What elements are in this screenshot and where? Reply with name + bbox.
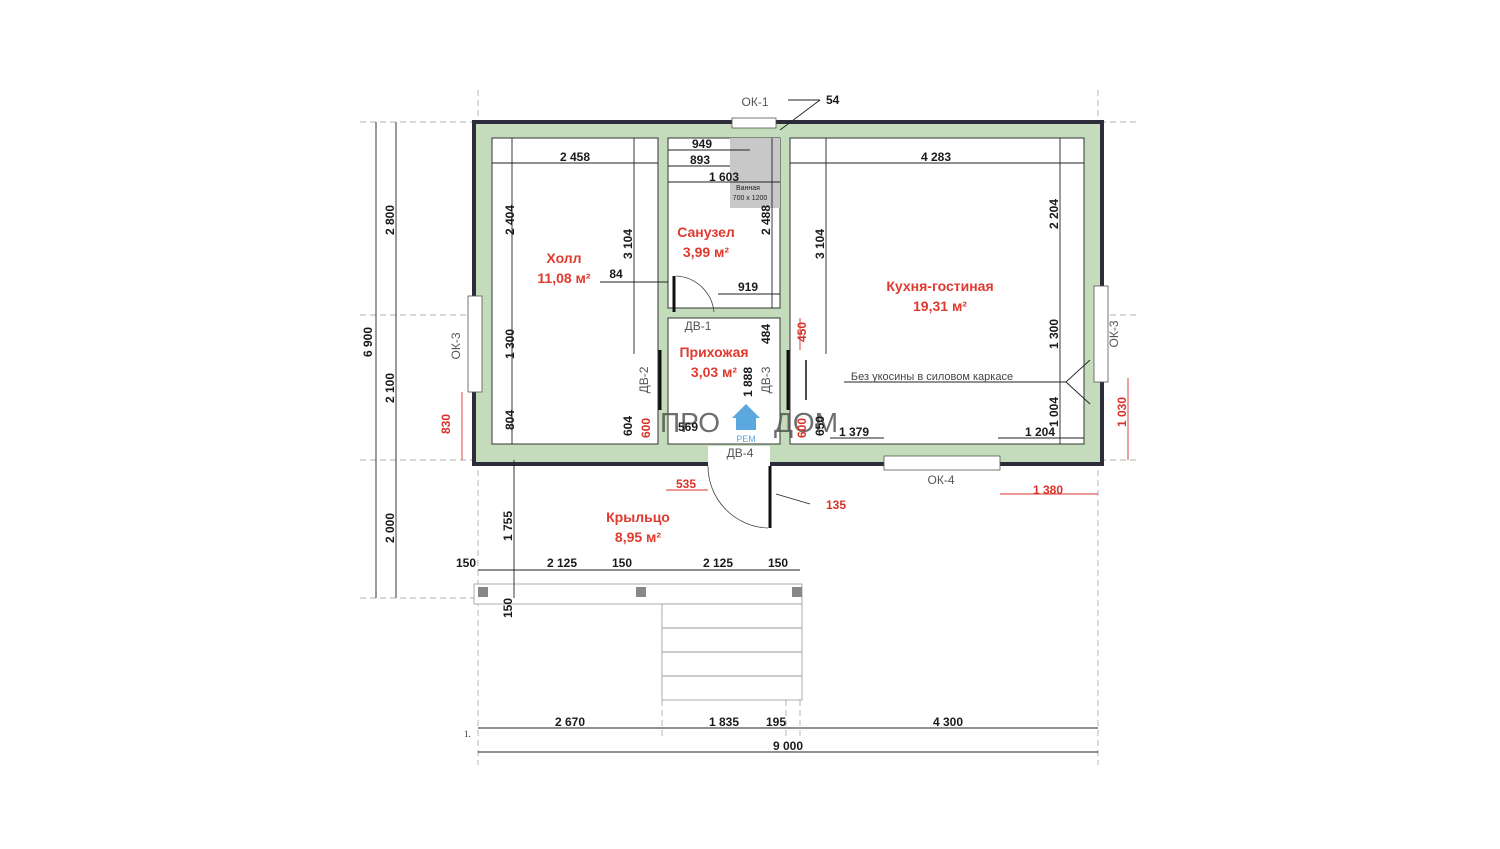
logo-right-word: ДОМ bbox=[774, 407, 838, 438]
entry-name: Прихожая bbox=[679, 344, 748, 360]
kitchen-name: Кухня-гостиная bbox=[886, 278, 993, 294]
svg-text:2 125: 2 125 bbox=[547, 556, 577, 570]
dimension-texts-red: 450 830 600 600 1 030 535 135 1 380 bbox=[439, 322, 1129, 512]
svg-text:2 488: 2 488 bbox=[759, 205, 773, 235]
logo-badge: РЕМ bbox=[736, 434, 756, 444]
svg-text:2 458: 2 458 bbox=[560, 150, 590, 164]
svg-text:804: 804 bbox=[503, 410, 517, 430]
svg-text:2 100: 2 100 bbox=[383, 373, 397, 403]
svg-text:1 379: 1 379 bbox=[839, 425, 869, 439]
label-ok3-right: ОК-3 bbox=[1107, 320, 1121, 347]
porch bbox=[473, 583, 803, 701]
svg-text:84: 84 bbox=[609, 267, 623, 281]
svg-text:2 125: 2 125 bbox=[703, 556, 733, 570]
post-right bbox=[792, 587, 802, 597]
svg-text:450: 450 bbox=[795, 322, 809, 342]
entry-area: 3,03 м² bbox=[691, 364, 737, 380]
label-dv2: ДВ-2 bbox=[637, 366, 651, 393]
door-gap-dv4 bbox=[708, 446, 770, 466]
svg-text:535: 535 bbox=[676, 477, 696, 491]
kitchen-area: 19,31 м² bbox=[913, 298, 967, 314]
svg-text:2 204: 2 204 bbox=[1047, 199, 1061, 229]
svg-text:1 030: 1 030 bbox=[1115, 397, 1129, 427]
label-dv1: ДВ-1 bbox=[685, 319, 712, 333]
window-ok1 bbox=[731, 117, 777, 129]
bath-fixture-size: 700 x 1200 bbox=[733, 195, 768, 202]
logo-watermark: ПРО РЕМ ДОМ bbox=[660, 404, 838, 444]
svg-text:949: 949 bbox=[692, 137, 712, 151]
svg-text:6 900: 6 900 bbox=[361, 327, 375, 357]
svg-text:569: 569 bbox=[678, 420, 698, 434]
door-dv4-swing bbox=[707, 465, 769, 529]
svg-text:830: 830 bbox=[439, 414, 453, 434]
bath-fixture-name: Ванная bbox=[736, 185, 760, 192]
svg-text:919: 919 bbox=[738, 280, 758, 294]
corner-mark: 1. bbox=[464, 729, 471, 739]
logo-left-word: ПРО bbox=[660, 407, 720, 438]
label-dv3: ДВ-3 bbox=[759, 366, 773, 393]
svg-text:600: 600 bbox=[639, 418, 653, 438]
svg-text:9 000: 9 000 bbox=[773, 739, 803, 753]
svg-text:1 380: 1 380 bbox=[1033, 483, 1063, 497]
label-dv4: ДВ-4 bbox=[727, 446, 754, 460]
bathroom-name: Санузел bbox=[677, 224, 735, 240]
window-ok4 bbox=[883, 455, 1001, 471]
svg-text:54: 54 bbox=[826, 93, 840, 107]
svg-text:1 004: 1 004 bbox=[1047, 397, 1061, 427]
svg-text:1 204: 1 204 bbox=[1025, 425, 1055, 439]
svg-text:1 300: 1 300 bbox=[1047, 319, 1061, 349]
porch-name: Крыльцо bbox=[606, 509, 670, 525]
bathroom-area: 3,99 м² bbox=[683, 244, 729, 260]
post-left bbox=[478, 587, 488, 597]
svg-text:4 300: 4 300 bbox=[933, 715, 963, 729]
dimension-texts: 54 949 893 1 603 2 458 4 283 2 404 3 104… bbox=[361, 93, 1061, 753]
svg-text:2 000: 2 000 bbox=[383, 513, 397, 543]
svg-text:150: 150 bbox=[501, 598, 515, 618]
label-ok3-left: ОК-3 bbox=[449, 332, 463, 359]
svg-text:1 755: 1 755 bbox=[501, 511, 515, 541]
svg-text:1 300: 1 300 bbox=[503, 329, 517, 359]
door-dv1-swing bbox=[675, 275, 715, 313]
structural-note: Без укосины в силовом каркасе bbox=[851, 371, 1013, 383]
svg-text:195: 195 bbox=[766, 715, 786, 729]
hall-room bbox=[491, 137, 659, 445]
svg-text:1 835: 1 835 bbox=[709, 715, 739, 729]
house-icon bbox=[732, 404, 760, 430]
svg-text:650: 650 bbox=[813, 416, 827, 436]
dimension-lines bbox=[375, 99, 1129, 753]
doors bbox=[658, 275, 807, 529]
svg-text:4 283: 4 283 bbox=[921, 150, 951, 164]
label-ok1: ОК-1 bbox=[742, 95, 769, 109]
svg-text:2 404: 2 404 bbox=[503, 205, 517, 235]
svg-text:484: 484 bbox=[759, 324, 773, 344]
window-ok3-left bbox=[467, 295, 483, 393]
svg-text:3 104: 3 104 bbox=[621, 229, 635, 259]
label-ok4: ОК-4 bbox=[928, 473, 955, 487]
window-ok3-right bbox=[1093, 285, 1109, 383]
svg-text:2 670: 2 670 bbox=[555, 715, 585, 729]
svg-text:3 104: 3 104 bbox=[813, 229, 827, 259]
svg-text:150: 150 bbox=[456, 556, 476, 570]
svg-text:893: 893 bbox=[690, 153, 710, 167]
house-walls bbox=[467, 117, 1109, 471]
svg-text:600: 600 bbox=[795, 418, 809, 438]
post-middle bbox=[636, 587, 646, 597]
svg-text:1 603: 1 603 bbox=[709, 170, 739, 184]
hall-area: 11,08 м² bbox=[537, 270, 591, 286]
hall-name: Холл bbox=[546, 250, 581, 266]
porch-area: 8,95 м² bbox=[615, 529, 661, 545]
svg-text:2 800: 2 800 bbox=[383, 205, 397, 235]
svg-text:150: 150 bbox=[612, 556, 632, 570]
svg-text:604: 604 bbox=[621, 416, 635, 436]
svg-text:135: 135 bbox=[826, 498, 846, 512]
svg-text:150: 150 bbox=[768, 556, 788, 570]
entry-room bbox=[667, 317, 781, 445]
kitchen-room bbox=[789, 137, 1085, 445]
svg-text:1 888: 1 888 bbox=[741, 367, 755, 397]
